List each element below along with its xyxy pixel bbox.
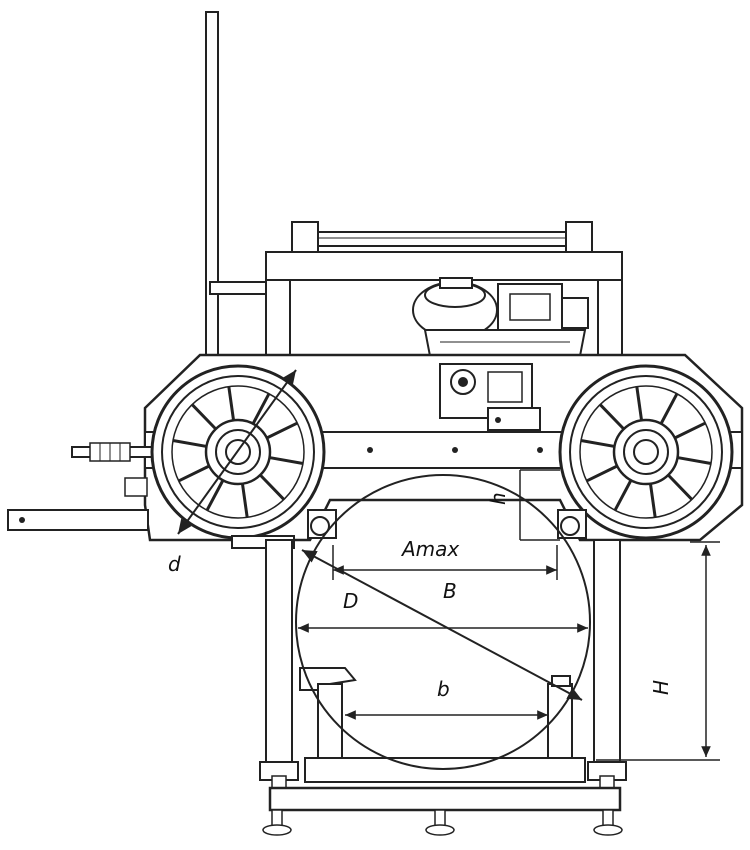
log-clamps	[299, 667, 573, 761]
dimension-d	[177, 369, 297, 535]
wheel-spoke	[635, 386, 644, 421]
base-rail	[262, 757, 623, 836]
tension-handle	[7, 442, 153, 531]
wheel-spoke	[659, 393, 679, 425]
wheel-spoke	[648, 483, 657, 518]
label-b: b	[437, 677, 450, 701]
label-d: d	[168, 552, 181, 576]
wheel-spoke	[580, 439, 615, 448]
wheel-spoke	[677, 456, 712, 465]
label-B: B	[443, 579, 457, 603]
wheel-spoke	[667, 473, 693, 501]
wheel-spoke	[613, 479, 633, 511]
label-D: D	[343, 589, 358, 613]
dimension-H	[596, 541, 720, 761]
label-Amax: Amax	[400, 537, 459, 561]
label-H: H	[649, 680, 673, 695]
right-band-wheel	[558, 364, 734, 540]
wheel-spoke	[674, 421, 706, 440]
engine	[412, 277, 589, 357]
log-circle	[295, 474, 591, 770]
label-h: h	[486, 492, 510, 505]
dimension-h	[519, 469, 560, 541]
wheel-spoke	[586, 464, 618, 483]
wheel-spoke	[599, 403, 625, 431]
frame-legs	[259, 539, 627, 789]
